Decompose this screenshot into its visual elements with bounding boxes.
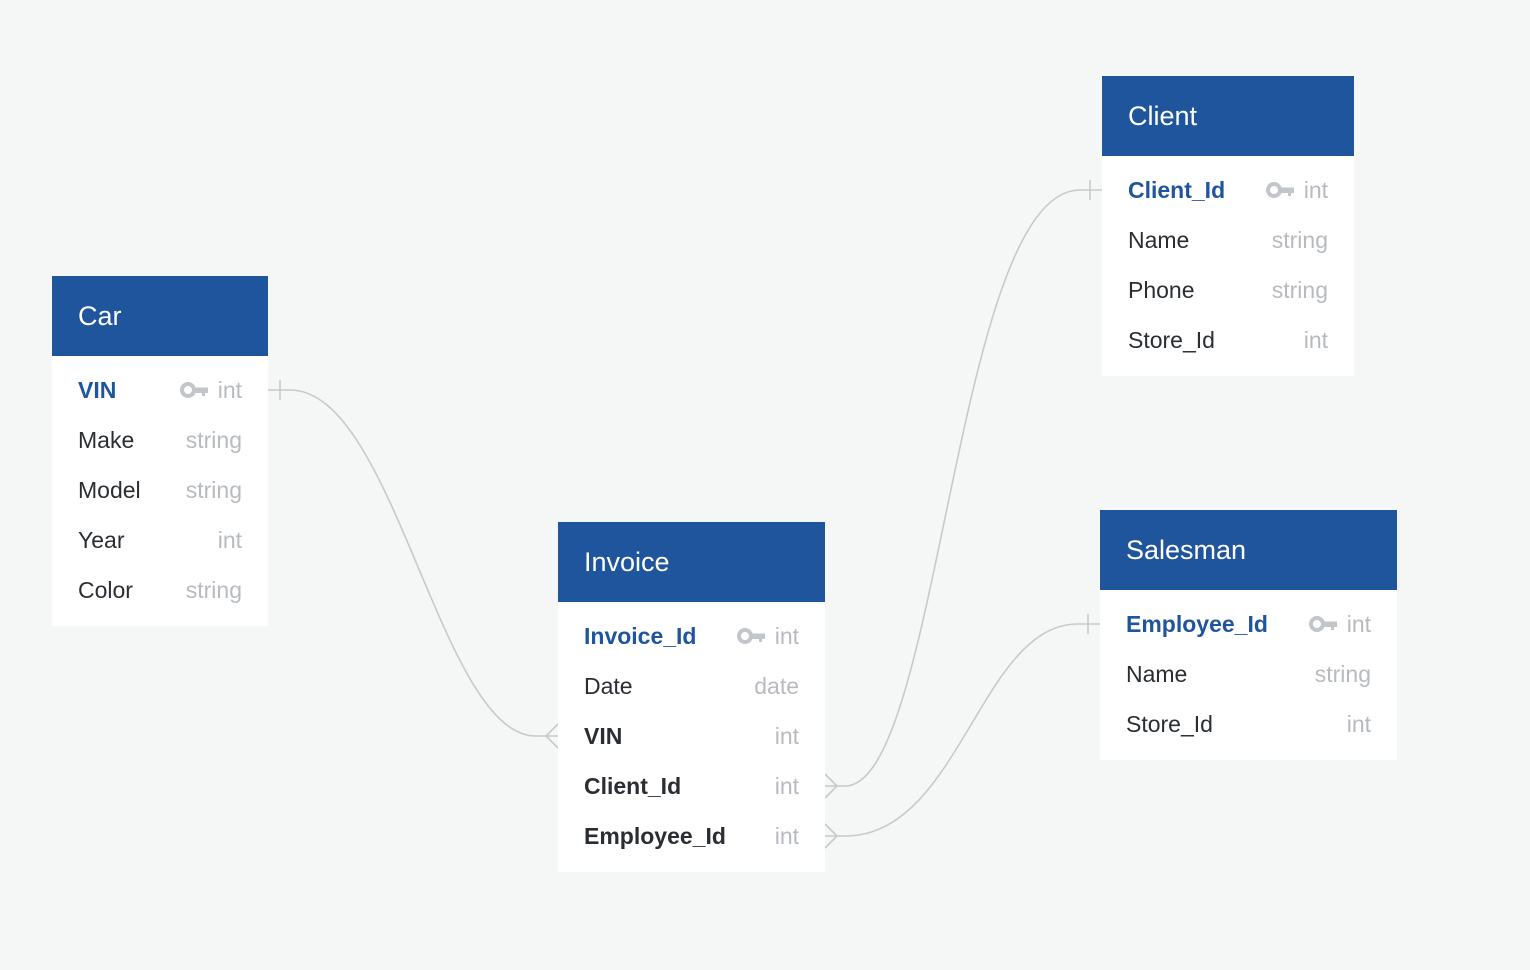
field-name: Make (78, 426, 135, 453)
table-row[interactable]: Model string (52, 465, 268, 515)
field-type: int (774, 622, 799, 649)
key-icon (736, 628, 765, 644)
table-row[interactable]: Invoice_Id int (558, 611, 825, 661)
field-type: string (185, 426, 242, 453)
connector-line (268, 389, 558, 737)
field-name: VIN (584, 722, 623, 749)
table-invoice[interactable]: Invoice Invoice_Id int Date date VIN int… (558, 522, 825, 872)
field-type: int (1303, 176, 1328, 203)
field-name: Color (78, 576, 133, 603)
table-car[interactable]: Car VIN int Make string Model string Yea… (52, 276, 268, 626)
table-row[interactable]: Store_Id int (1102, 315, 1354, 365)
table-row[interactable]: Color string (52, 565, 268, 615)
table-row[interactable]: Date date (558, 661, 825, 711)
field-name: Invoice_Id (584, 622, 697, 649)
table-row[interactable]: Make string (52, 415, 268, 465)
field-name: Date (584, 672, 633, 699)
field-type: int (217, 376, 242, 403)
key-icon (179, 382, 208, 398)
table-header[interactable]: Client (1102, 76, 1354, 156)
field-name: Name (1126, 660, 1188, 687)
field-type: int (774, 772, 799, 799)
field-name: Client_Id (584, 772, 682, 799)
relationship-car-invoice (268, 380, 559, 749)
field-type: int (1346, 710, 1371, 737)
field-name: Store_Id (1128, 326, 1215, 353)
table-row[interactable]: Employee_Id int (1100, 599, 1397, 649)
field-type: string (185, 576, 242, 603)
table-row[interactable]: Client_Id int (558, 761, 825, 811)
field-type: string (185, 476, 242, 503)
field-name: Year (78, 526, 125, 553)
table-row[interactable]: Name string (1100, 649, 1397, 699)
field-name: Model (78, 476, 141, 503)
key-icon (1265, 182, 1294, 198)
many-marker (544, 723, 559, 749)
connector-line (825, 623, 1100, 837)
table-header[interactable]: Salesman (1100, 510, 1397, 590)
table-row[interactable]: Phone string (1102, 265, 1354, 315)
field-type: int (1346, 610, 1371, 637)
many-marker (824, 823, 839, 849)
table-row[interactable]: VIN int (52, 365, 268, 415)
field-type: int (774, 722, 799, 749)
field-name: VIN (78, 376, 117, 403)
field-type: string (1314, 660, 1371, 687)
field-name: Store_Id (1126, 710, 1213, 737)
table-row[interactable]: Employee_Id int (558, 811, 825, 861)
field-type: string (1271, 226, 1328, 253)
field-type: string (1271, 276, 1328, 303)
field-type: date (754, 672, 799, 699)
field-name: Phone (1128, 276, 1195, 303)
connector-line (825, 189, 1102, 787)
relationship-client-invoice (824, 180, 1102, 799)
many-marker (824, 773, 839, 799)
table-row[interactable]: VIN int (558, 711, 825, 761)
table-row[interactable]: Year int (52, 515, 268, 565)
table-salesman[interactable]: Salesman Employee_Id int Name string Sto… (1100, 510, 1397, 760)
table-row[interactable]: Name string (1102, 215, 1354, 265)
field-type: int (774, 822, 799, 849)
field-name: Employee_Id (584, 822, 726, 849)
table-row[interactable]: Store_Id int (1100, 699, 1397, 749)
field-type: int (217, 526, 242, 553)
field-type: int (1303, 326, 1328, 353)
table-header[interactable]: Car (52, 276, 268, 356)
table-row[interactable]: Client_Id int (1102, 165, 1354, 215)
table-header[interactable]: Invoice (558, 522, 825, 602)
field-name: Client_Id (1128, 176, 1226, 203)
relationship-salesman-invoice (824, 614, 1100, 849)
field-name: Name (1128, 226, 1190, 253)
field-name: Employee_Id (1126, 610, 1268, 637)
key-icon (1308, 616, 1337, 632)
table-client[interactable]: Client Client_Id int Name string Phone s… (1102, 76, 1354, 376)
